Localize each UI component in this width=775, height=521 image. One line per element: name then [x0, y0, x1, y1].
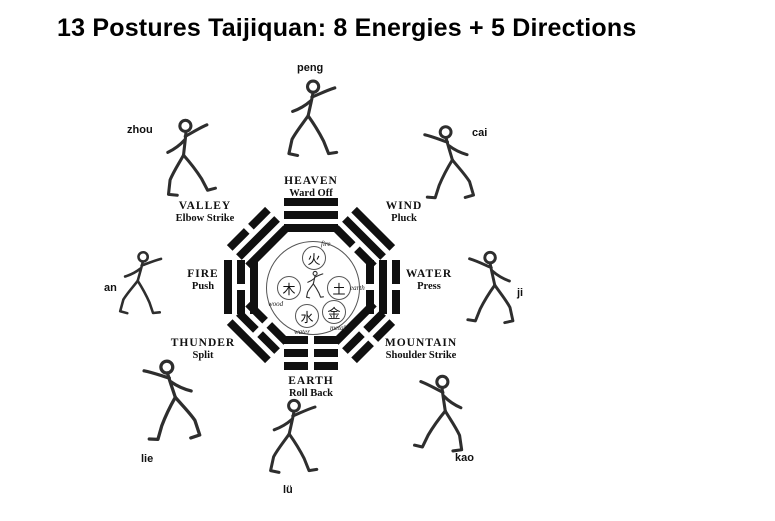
gate-wind: WIND Pluck: [349, 200, 459, 224]
gate-name: HEAVEN: [284, 175, 338, 187]
gate-valley: VALLEY Elbow Strike: [150, 200, 260, 224]
gate-technique: Press: [417, 281, 441, 292]
lu-posture-figure: [258, 398, 324, 482]
element-fire-label: fire: [321, 240, 331, 248]
element-wood-circle: 木: [277, 276, 301, 300]
gate-technique: Shoulder Strike: [385, 350, 457, 361]
trigram-earth-icon: [284, 336, 338, 370]
gate-technique: Elbow Strike: [175, 213, 235, 224]
gate-name: THUNDER: [170, 337, 236, 349]
pinyin-label-lie: lie: [141, 453, 154, 465]
gate-name: EARTH: [288, 375, 334, 387]
gate-heaven: HEAVEN Ward Off: [256, 175, 366, 199]
gate-water: WATER Press: [374, 268, 484, 292]
pinyin-label-cai: cai: [472, 127, 488, 139]
gate-technique: Pluck: [391, 213, 417, 224]
martial-artist-icon: [287, 79, 339, 158]
element-water-label: water: [294, 328, 310, 336]
lie-posture-figure: [125, 354, 222, 455]
page-title: 13 Postures Taijiquan: 8 Energies + 5 Di…: [57, 14, 637, 42]
pinyin-label-zhou: zhou: [127, 124, 153, 136]
gate-fire: FIRE Push: [148, 268, 258, 292]
trigram-fire-icon: [224, 260, 258, 314]
element-earth-label: earth: [350, 284, 365, 292]
pinyin-label-kao: kao: [455, 452, 474, 464]
element-fire-circle: 火: [302, 246, 326, 270]
gate-technique: Roll Back: [288, 388, 334, 399]
zhou-posture-figure: [146, 114, 227, 207]
gate-technique: Push: [191, 281, 215, 292]
kao-posture-figure: [409, 372, 477, 462]
peng-posture-figure: [279, 74, 341, 170]
gate-name: WATER: [405, 268, 453, 280]
pinyin-label-an: an: [104, 282, 117, 294]
pinyin-label-ji: ji: [517, 287, 524, 299]
gate-name: WIND: [385, 200, 423, 212]
gate-name: VALLEY: [178, 200, 232, 212]
pinyin-label-peng: peng: [297, 62, 324, 74]
element-metal-circle: 金: [322, 300, 346, 324]
martial-artist-icon: [159, 116, 218, 198]
martial-artist-icon: [269, 398, 319, 474]
trigram-heaven-icon: [284, 198, 338, 232]
gate-name: MOUNTAIN: [384, 337, 458, 349]
element-water-circle: 水: [295, 304, 319, 328]
pinyin-label-lu: lü: [283, 484, 293, 496]
martial-artist-icon: [412, 373, 469, 454]
martial-artist-icon: [139, 356, 202, 444]
gate-technique: Split: [192, 350, 214, 361]
element-wood-label: wood: [268, 300, 284, 308]
gate-technique: Ward Off: [289, 188, 333, 199]
element-metal-label: metal: [330, 324, 346, 332]
center-person-icon: [305, 270, 325, 299]
gate-name: FIRE: [187, 268, 219, 280]
gate-earth: EARTH Roll Back: [256, 375, 366, 399]
five-elements-circle: 火 fire 木 wood 土 earth 水 water 金 metal: [266, 240, 365, 336]
element-earth-circle: 土: [327, 276, 351, 300]
gate-thunder: THUNDER Split: [148, 337, 258, 361]
gate-mountain: MOUNTAIN Shoulder Strike: [360, 337, 482, 361]
